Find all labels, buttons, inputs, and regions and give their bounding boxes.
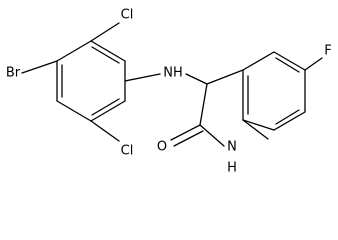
bond-to-cl-top: [90, 22, 120, 42]
double-bond: [91, 46, 120, 64]
carbonyl-double-bond: [173, 130, 204, 147]
molecule-diagram: Br Cl Cl NH F O N H: [6, 8, 332, 176]
oxindole-five-ring: [199, 69, 269, 147]
atom-cl-bottom: Cl: [121, 144, 134, 159]
structure-drawing: Br Cl Cl NH F O N H: [6, 8, 332, 176]
atom-n-ring: N: [227, 140, 237, 155]
atom-h-ring: H: [227, 161, 237, 176]
double-bond: [91, 98, 120, 116]
bond-to-br: [21, 60, 58, 74]
bond: [90, 40, 126, 62]
bond: [56, 40, 92, 62]
double-bond: [275, 57, 300, 73]
carbonyl-bond: [170, 124, 201, 141]
bond: [199, 83, 208, 126]
bond: [273, 111, 306, 131]
bond: [273, 51, 306, 71]
bond-to-nh: [124, 73, 161, 82]
bond: [242, 119, 275, 131]
bond: [242, 51, 275, 71]
bond: [56, 100, 92, 122]
bond: [242, 119, 269, 140]
atom-cl-top: Cl: [121, 8, 134, 23]
atom-o: O: [157, 140, 167, 155]
atom-br: Br: [6, 66, 21, 81]
bond: [199, 124, 225, 147]
aryl-ring: [56, 40, 126, 122]
atom-nh-amine: NH: [163, 66, 183, 81]
bond: [90, 100, 126, 122]
double-bond: [275, 109, 300, 125]
atom-f: F: [324, 44, 331, 59]
bond: [206, 69, 244, 85]
bond-nh-c3: [185, 73, 208, 85]
bond-to-cl-bottom: [90, 120, 120, 142]
oxindole-benzene-ring: [242, 51, 306, 131]
bond-to-f: [304, 57, 323, 71]
